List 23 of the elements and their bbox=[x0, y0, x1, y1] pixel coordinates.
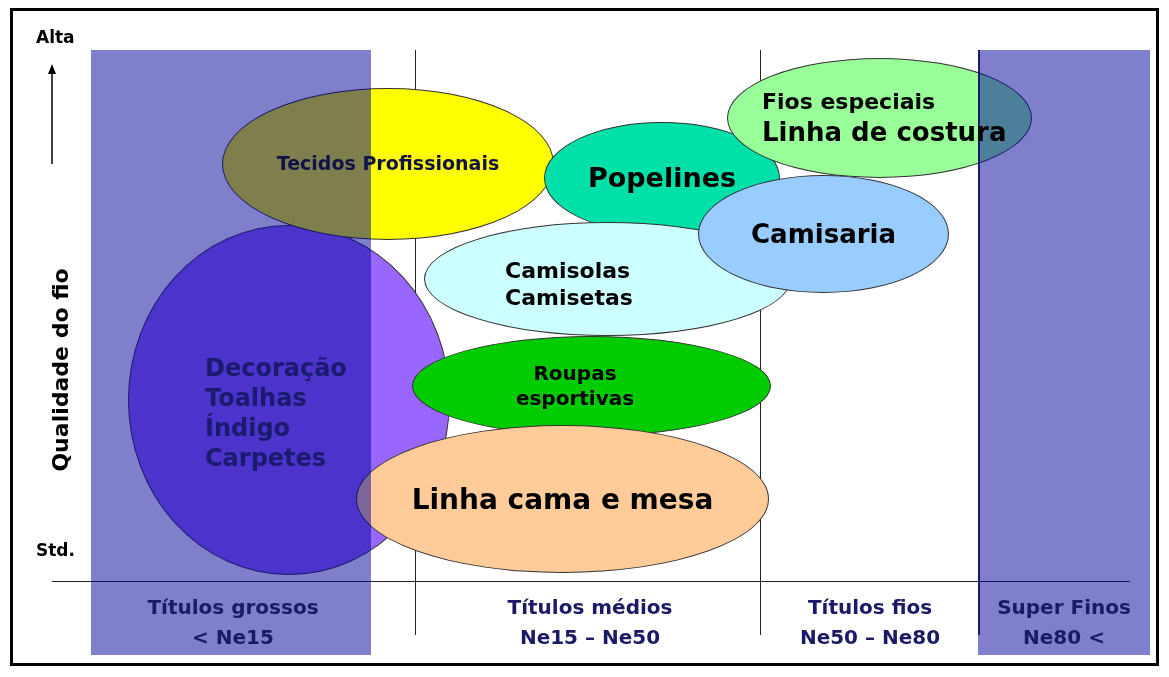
category-label: Linha cama e mesa bbox=[411, 481, 714, 517]
category-label: Tecidos Profissionais bbox=[276, 152, 500, 176]
column-label: Títulos grossos bbox=[147, 595, 319, 619]
axis-label: Std. bbox=[36, 540, 75, 560]
category-label: Camisetas bbox=[505, 284, 633, 312]
category-label: Camisaria bbox=[751, 217, 896, 251]
category-label: Decoração bbox=[205, 353, 347, 383]
category-label: Camisolas bbox=[505, 256, 631, 284]
column-label: Super Finos bbox=[997, 595, 1131, 619]
column-label: Ne15 – Ne50 bbox=[519, 625, 661, 649]
category-label: Carpetes bbox=[205, 443, 327, 473]
column-label: Ne50 – Ne80 bbox=[799, 625, 941, 649]
column-label: Títulos médios bbox=[507, 595, 673, 619]
axis-label: Qualidade do fio bbox=[47, 268, 73, 472]
column-label: < Ne15 bbox=[192, 625, 274, 649]
category-label: Roupas esportivas bbox=[514, 361, 636, 411]
category-label: Índigo bbox=[205, 413, 291, 443]
column-label: Títulos fios bbox=[807, 595, 933, 619]
column-label: Ne80 < bbox=[1023, 625, 1105, 649]
category-label: Popelines bbox=[587, 161, 737, 195]
category-label: Toalhas bbox=[205, 383, 307, 413]
category-label: Fios especiais bbox=[762, 88, 936, 116]
axis-label: Alta bbox=[36, 27, 75, 47]
